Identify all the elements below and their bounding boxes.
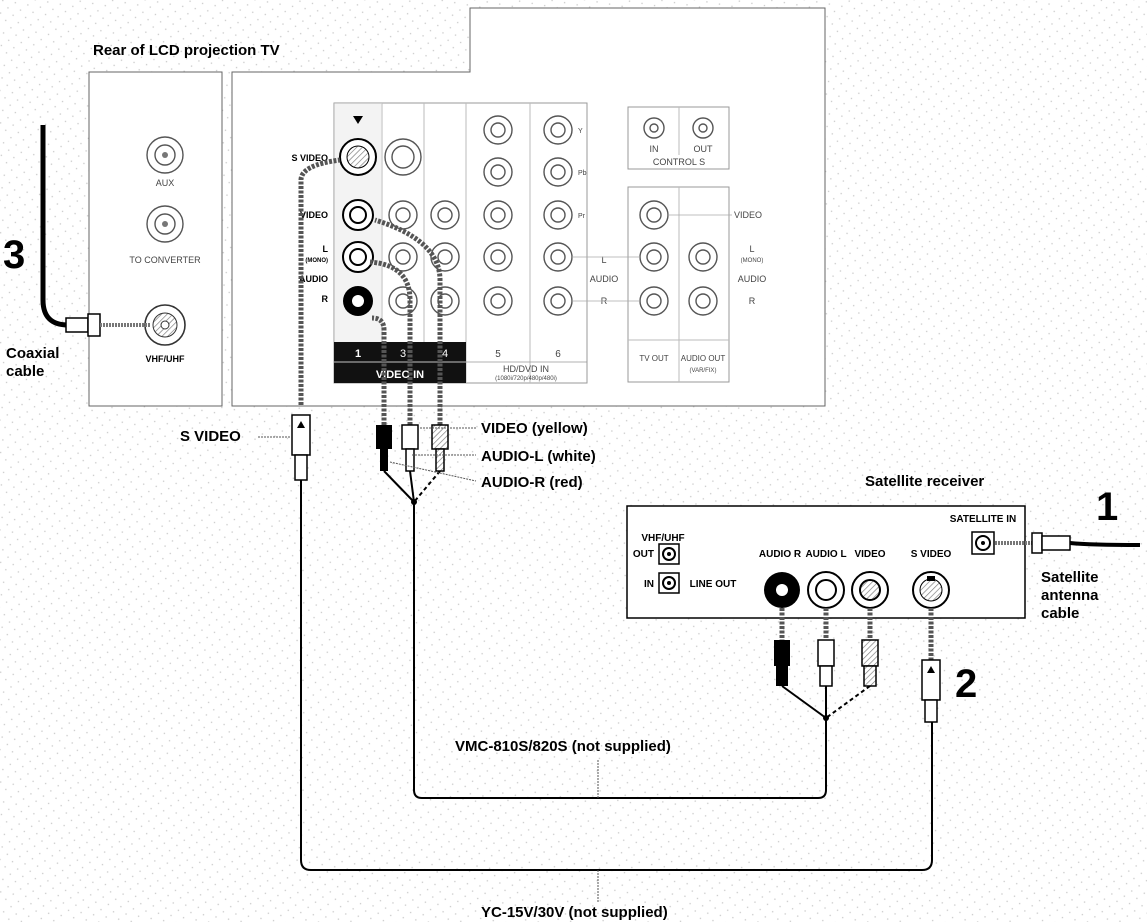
receiver-vhf-out-jack (658, 543, 680, 565)
mid-l-label: L (601, 255, 606, 265)
vhf-uhf-jack (144, 304, 186, 346)
tv-grey-jacks (388, 115, 573, 316)
satellite-callout-1: Satellite (1041, 569, 1099, 586)
right-r-label: R (749, 296, 756, 306)
tv-antenna-panel: AUX TO CONVERTER VHF/UHF (88, 71, 223, 407)
row-label-audio: AUDIO (299, 274, 328, 284)
right-mono-label: (MONO) (741, 258, 764, 264)
receiver-title: Satellite receiver (865, 473, 984, 490)
coaxial-callout-1: Coaxial (6, 345, 59, 362)
audio-out-label: AUDIO OUT (681, 354, 726, 363)
receiver-video-label: VIDEO (854, 549, 885, 560)
receiver-out-label: OUT (633, 549, 654, 560)
aux-label: AUX (156, 178, 175, 188)
av-cable-receiver-side (774, 608, 879, 721)
hd-dvd-in-label: HD/DVD IN (503, 364, 549, 374)
satellite-antenna-cable (995, 532, 1141, 554)
tv-s-video-jack-3 (384, 138, 422, 176)
receiver-audio-r-jack (764, 572, 800, 608)
audio-r-red-callout: AUDIO-R (red) (481, 474, 583, 491)
s-video-callout: S VIDEO (180, 428, 241, 445)
receiver-in-label: IN (644, 579, 654, 590)
receiver-audio-r-label: AUDIO R (759, 549, 802, 560)
hd-col-5: 5 (495, 349, 501, 360)
coaxial-callout-2: cable (6, 363, 44, 380)
mid-audio-label: AUDIO (590, 274, 619, 284)
control-s-label: CONTROL S (653, 157, 705, 167)
row-label-s-video: S VIDEO (291, 153, 328, 163)
row-label-l: L (323, 244, 329, 254)
control-s-in: IN (650, 144, 659, 154)
receiver-audio-l-jack (807, 571, 845, 609)
video-in-col-1: 1 (355, 348, 361, 360)
aux-jack (146, 136, 184, 174)
step-1-number: 1 (1096, 485, 1118, 529)
satellite-receiver-panel: VHF/UHF OUT IN LINE OUT AUDIO R AUDIO L … (626, 505, 1026, 619)
receiver-line-out-label: LINE OUT (690, 579, 737, 590)
av-cable-tv-side (369, 217, 827, 799)
coaxial-cable (40, 125, 150, 337)
component-pr-label: Pr (578, 213, 586, 220)
step-2-number: 2 (955, 662, 977, 706)
tv-l-jack-1 (342, 241, 374, 273)
receiver-s-video-jack (912, 571, 950, 609)
yc-cable-callout: YC-15V/30V (not supplied) (481, 904, 668, 921)
control-s-out: OUT (694, 144, 714, 154)
tv-s-video-jack-1 (339, 116, 377, 176)
satellite-callout-3: cable (1041, 605, 1079, 622)
step-3-number: 3 (3, 233, 25, 277)
video-in-col-4: 4 (442, 348, 448, 360)
receiver-vhf-in-jack (658, 572, 680, 594)
audio-l-white-callout: AUDIO-L (white) (481, 448, 596, 465)
receiver-vhf-uhf-label: VHF/UHF (641, 533, 684, 544)
satellite-callout-2: antenna (1041, 587, 1099, 604)
vhf-uhf-label: VHF/UHF (146, 354, 185, 364)
tv-video-jack-1 (342, 199, 374, 231)
receiver-video-jack (851, 571, 889, 609)
tv-r-jack-1 (343, 286, 373, 316)
video-in-col-3: 3 (400, 348, 406, 360)
right-l-label: L (749, 244, 754, 254)
to-converter-jack (146, 205, 184, 243)
row-label-r: R (322, 294, 329, 304)
receiver-s-video-label: S VIDEO (911, 549, 952, 560)
component-pb-label: Pb (578, 170, 587, 177)
s-video-cable-tv-side (291, 157, 933, 871)
right-video-label: VIDEO (734, 210, 762, 220)
row-label-video: VIDEO (300, 210, 328, 220)
hd-dvd-sub-label: (1080i/720p/480p/480i) (495, 376, 557, 382)
vmc-cable-callout: VMC-810S/820S (not supplied) (455, 738, 671, 755)
tv-rear-panel: 1 3 4 VIDEO IN 5 6 HD/DVD IN (1080i/720p… (231, 7, 826, 407)
tv-out-label: TV OUT (639, 354, 668, 363)
tv-title: Rear of LCD projection TV (93, 42, 280, 59)
row-label-mono: (MONO) (305, 258, 328, 264)
video-yellow-callout: VIDEO (yellow) (481, 420, 588, 437)
to-converter-label: TO CONVERTER (129, 255, 201, 265)
receiver-satellite-in-jack (971, 531, 995, 555)
audio-out-sub: (VAR/FIX) (690, 368, 717, 374)
video-in-bar (334, 342, 466, 383)
receiver-satellite-in-label: SATELLITE IN (950, 514, 1016, 525)
right-audio-label: AUDIO (738, 274, 767, 284)
receiver-audio-l-label: AUDIO L (805, 549, 846, 560)
hd-col-6: 6 (555, 349, 561, 360)
component-y-label: Y (578, 128, 583, 135)
s-video-cable-receiver-side (921, 608, 941, 723)
